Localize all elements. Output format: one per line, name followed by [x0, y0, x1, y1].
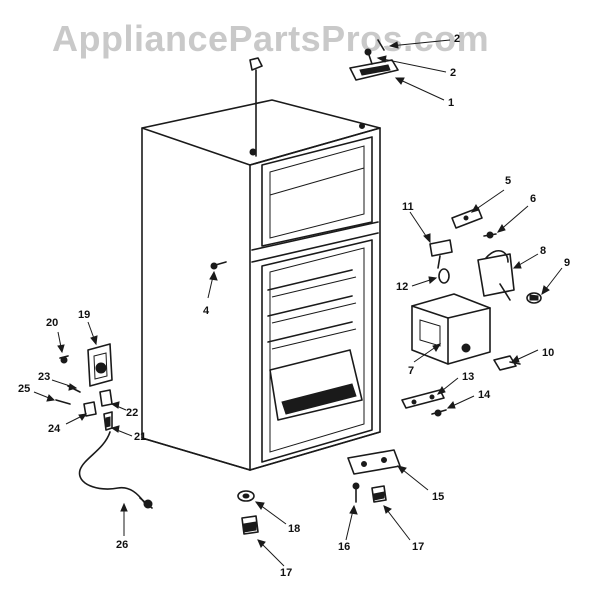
bottom-parts	[210, 261, 401, 535]
callout-11: 11	[402, 201, 414, 213]
right-side-parts	[401, 207, 542, 417]
callout-26: 26	[116, 539, 128, 551]
leader-lines	[33, 39, 563, 567]
watermark: AppliancePartsPros.com	[52, 18, 490, 59]
callout-8: 8	[540, 245, 546, 257]
callout-9: 9	[564, 257, 570, 269]
callout-19: 19	[78, 309, 90, 321]
callout-15: 15	[432, 491, 444, 503]
callout-24: 24	[48, 423, 61, 435]
callout-5: 5	[505, 175, 511, 187]
callout-17-right: 17	[412, 541, 424, 553]
left-electrical-parts	[55, 343, 153, 509]
callout-6: 6	[530, 193, 536, 205]
callout-10: 10	[542, 347, 554, 359]
callout-16: 16	[338, 541, 350, 553]
callout-17-left: 17	[280, 567, 292, 579]
top-hinge-parts	[249, 39, 399, 157]
callout-21: 21	[134, 431, 146, 443]
callout-23: 23	[38, 371, 50, 383]
callout-7: 7	[408, 365, 414, 377]
callout-14: 14	[478, 389, 491, 401]
callout-labels: 1 2 2 4 5 6 7 8 9 10 11 12 13 14 15 16 1…	[18, 33, 570, 579]
callout-4: 4	[203, 305, 210, 317]
callout-22: 22	[126, 407, 138, 419]
callout-18: 18	[288, 523, 300, 535]
callout-13: 13	[462, 371, 474, 383]
callout-1: 1	[448, 97, 454, 109]
callout-2-upper: 2	[454, 33, 460, 45]
callout-25: 25	[18, 383, 30, 395]
refrigerator-cabinet	[141, 99, 381, 471]
callout-12: 12	[396, 281, 408, 293]
callout-2: 2	[450, 67, 456, 79]
callout-20: 20	[46, 317, 58, 329]
